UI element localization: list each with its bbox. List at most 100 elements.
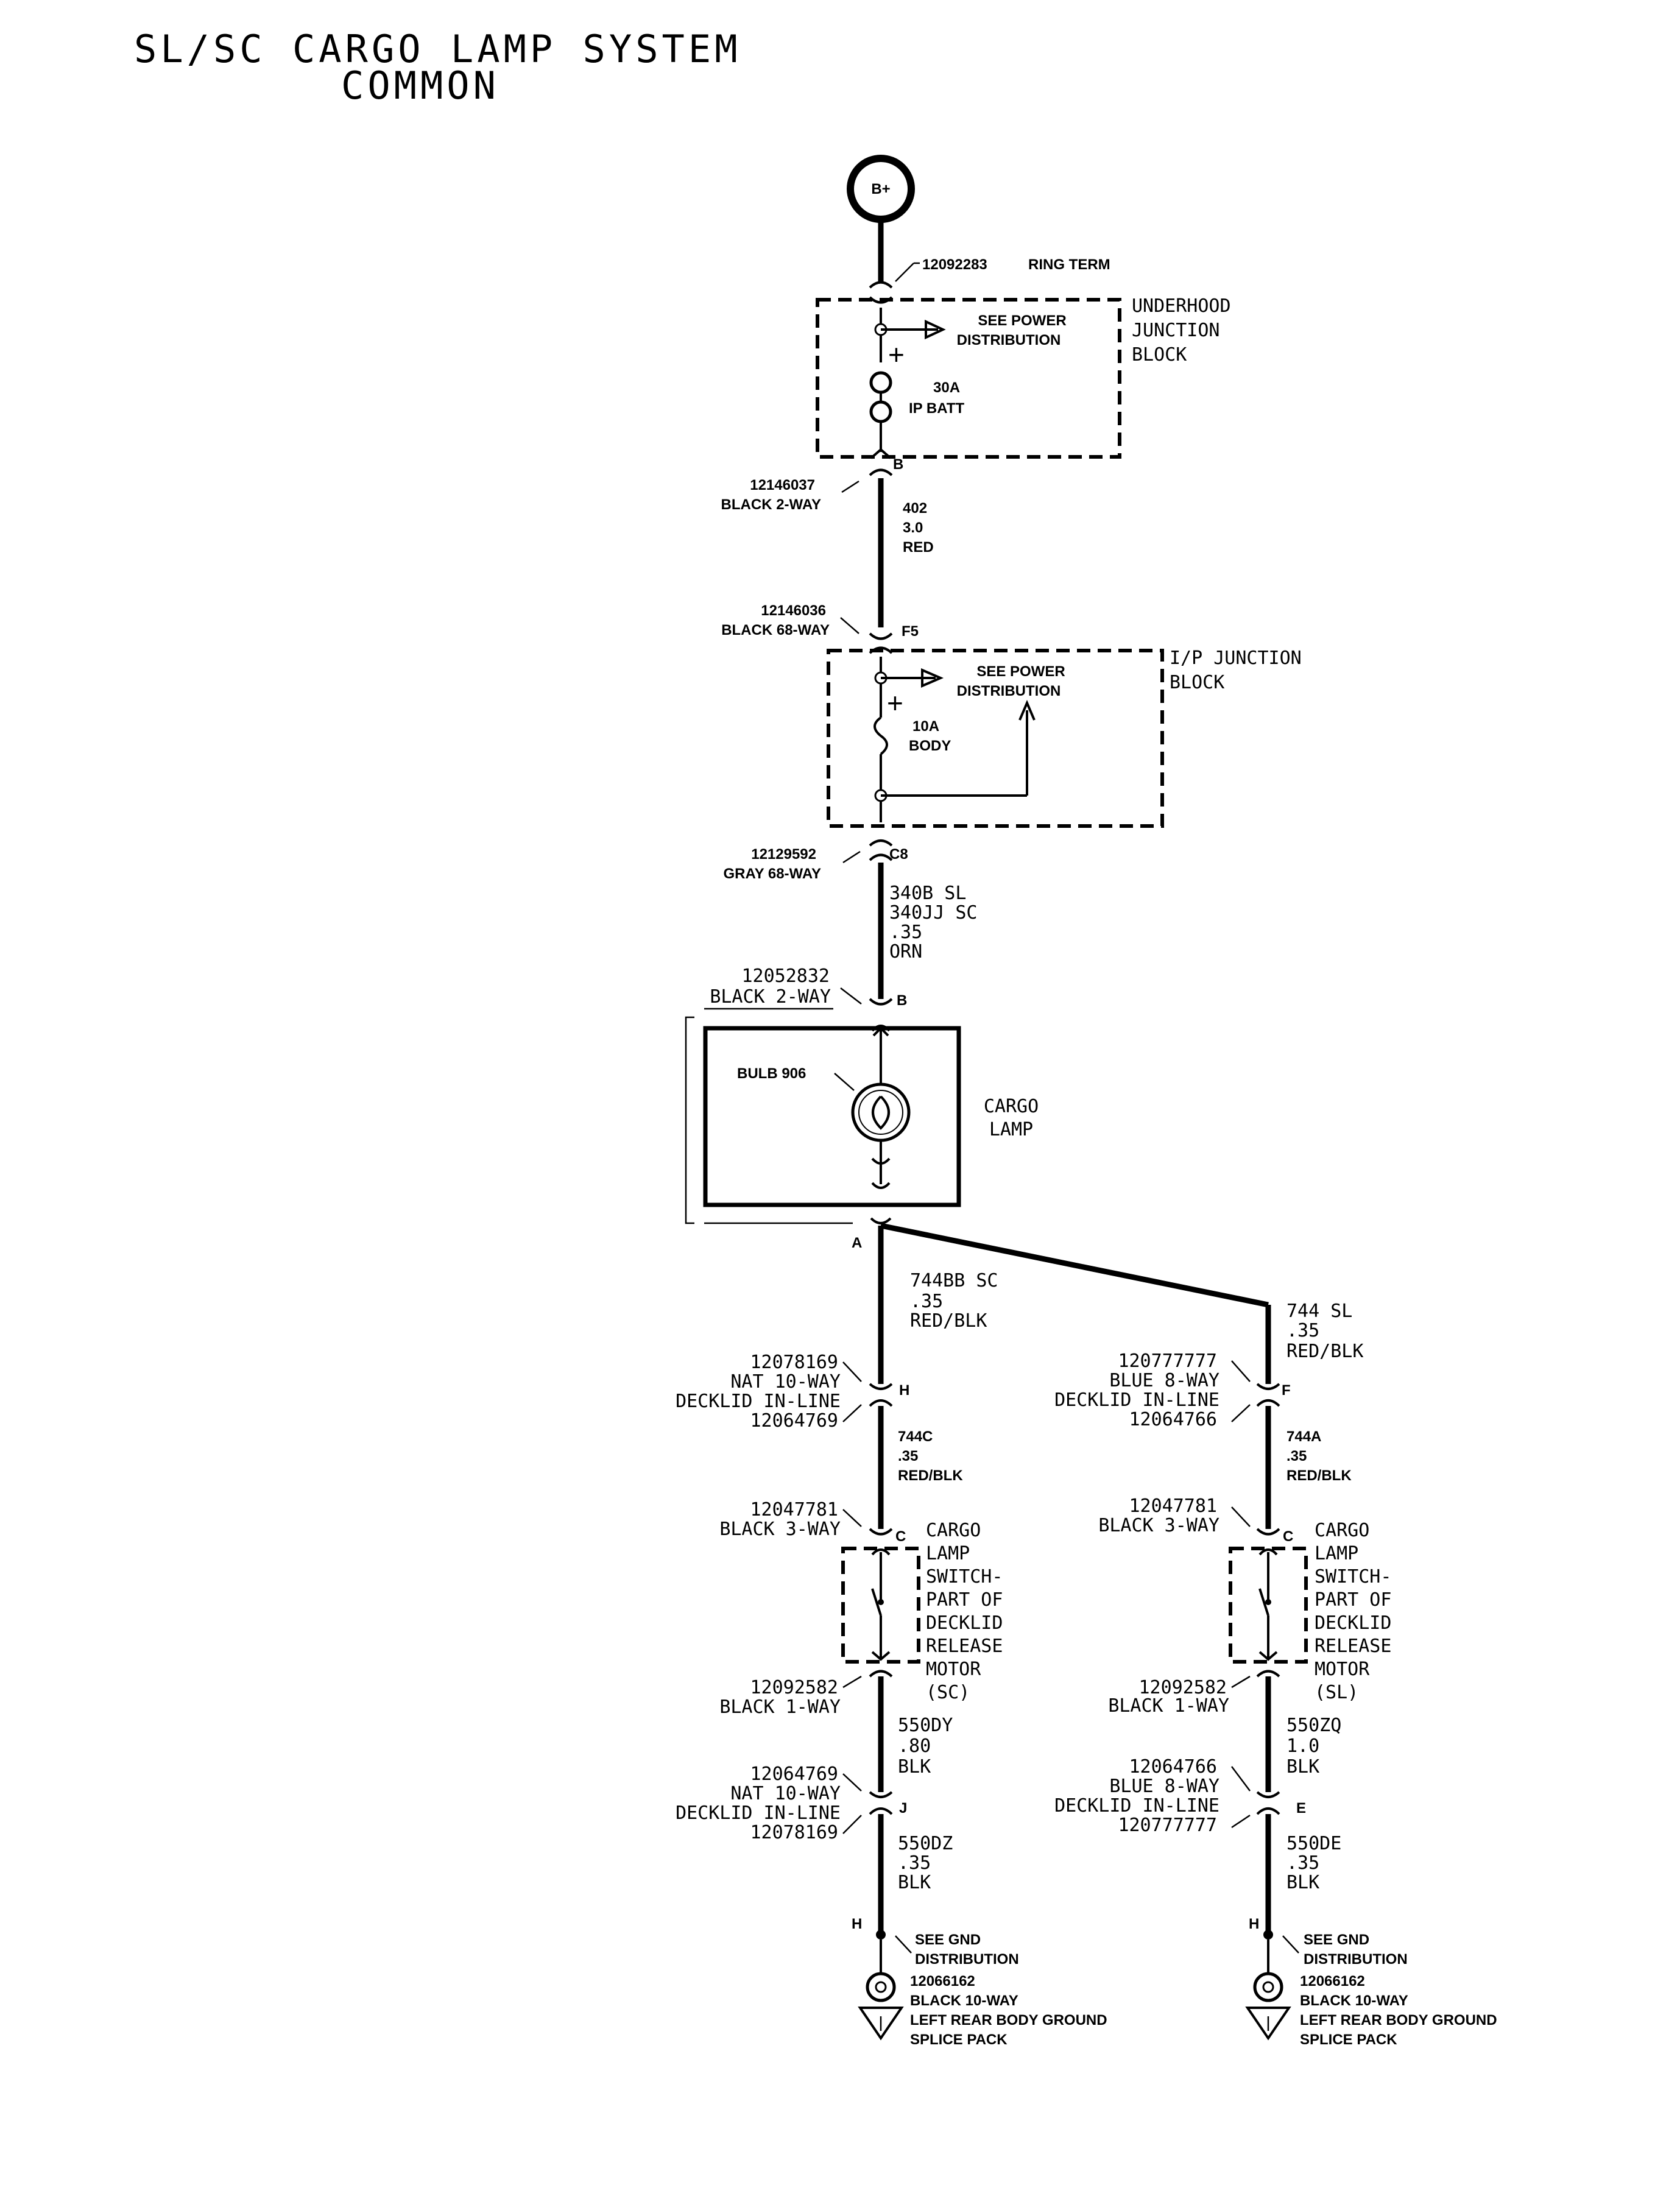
right-switch-l3: SWITCH- [1315,1566,1391,1587]
right-1way-l1: 12092582 [1139,1677,1227,1698]
left-ground-icon: H [852,1916,912,2041]
right-ground-icon: H [1245,1916,1299,2041]
diagram-title-line2: COMMON [341,63,499,108]
ring-term-desc: RING TERM [1028,256,1110,273]
left-branch: H 12078169 NAT 10-WAY DECKLID IN-LINE 12… [676,1352,1107,2048]
ring-term-part: 12092283 [922,256,987,273]
conn-b1-pin: B [893,456,903,473]
diagram-title-line1: SL/SC CARGO LAMP SYSTEM [134,27,741,71]
left-conn-j-l3: DECKLID IN-LINE [676,1802,841,1824]
svg-text:+: + [888,339,905,370]
conn-lamp-b-pin: B [897,992,907,1009]
cargo-lamp-pin-a: A [852,1235,862,1251]
left-conn-j-pin: J [899,1800,907,1816]
left-wire-744c-l1: 744C [898,1428,933,1445]
left-conn-c-l2: BLACK 3-WAY [719,1519,841,1540]
left-1way-l2: BLACK 1-WAY [719,1696,841,1718]
cargo-lamp-name1: CARGO [984,1096,1039,1117]
right-switch-l4: PART OF [1315,1589,1391,1611]
fuse-30a-rating: 30A [933,380,960,396]
right-wire-550de-l1: 550DE [1286,1833,1341,1854]
fuse-10a-rating: 10A [912,718,939,735]
right-conn-f-pin: F [1282,1382,1291,1399]
right-ground-see1: SEE GND [1304,1932,1369,1948]
connector-12052832: B 12052832 BLACK 2-WAY [704,966,907,1010]
underhood-name3: BLOCK [1132,344,1187,365]
wire-402-size: 3.0 [903,520,923,536]
left-cargo-lamp-switch [841,1547,920,1664]
right-conn-e-l1: 12064766 [1129,1756,1218,1778]
left-conn-h-pin: H [899,1382,909,1399]
left-1way-l1: 12092582 [750,1677,839,1698]
right-wire-550de-l3: BLK [1286,1872,1319,1893]
right-conn-e-l4: 120777777 [1118,1815,1217,1836]
right-conn-f-l2: BLUE 8-WAY [1109,1370,1219,1391]
right-ground-l4: SPLICE PACK [1300,2032,1397,2048]
wire-402-color: RED [903,539,934,556]
left-wire-550dy-l2: .80 [898,1735,931,1757]
underhood-see2: DISTRIBUTION [957,332,1061,348]
right-ground-l2: BLACK 10-WAY [1300,1993,1408,2009]
right-conn-e-l3: DECKLID IN-LINE [1054,1795,1219,1816]
conn-lamp-b-part: 12052832 [742,966,830,987]
fuse-10a-icon [874,716,888,755]
right-switch-l6: RELEASE [1315,1636,1391,1657]
wire-744bb-l1: 744BB SC [910,1270,998,1291]
conn-c8-pin: C8 [889,846,908,863]
underhood-name1: UNDERHOOD [1132,295,1231,317]
right-conn-f-l4: 12064766 [1129,1409,1218,1430]
wire-744bb-l2: .35 [910,1291,943,1312]
ip-block-name1: I/P JUNCTION [1170,648,1302,669]
right-switch-l5: DECKLID [1315,1612,1391,1634]
wire-340-l2: 340JJ SC [889,902,978,923]
wire-744-l3: RED/BLK [1286,1341,1363,1362]
right-wire-550zq-l2: 1.0 [1286,1735,1319,1757]
underhood-junction-block: UNDERHOOD JUNCTION BLOCK SEE POWER DISTR… [816,295,1231,459]
right-ground-pin: H [1249,1916,1259,1932]
left-wire-550dy-l3: BLK [898,1756,931,1778]
connector-12146036: F5 12146036 BLACK 68-WAY [721,602,919,654]
bulb-icon [851,1060,911,1142]
connector-12129592: C8 12129592 GRAY 68-WAY [723,839,908,882]
right-conn-f-l3: DECKLID IN-LINE [1054,1389,1219,1411]
wire-744-l2: .35 [1286,1320,1319,1341]
left-switch-l2: LAMP [926,1543,970,1564]
left-ground-l3: LEFT REAR BODY GROUND [910,2012,1107,2028]
battery-terminal-label: B+ [871,181,890,197]
conn-f5-desc: BLACK 68-WAY [721,622,830,638]
right-conn-f-l1: 120777777 [1118,1350,1217,1372]
left-switch-l8: (SC) [926,1682,970,1703]
wire-744-l1: 744 SL [1286,1301,1352,1322]
right-conn-c-l2: BLACK 3-WAY [1098,1515,1219,1536]
ip-block-name2: BLOCK [1170,672,1224,693]
battery-terminal: B+ [847,155,915,223]
right-switch-l7: MOTOR [1315,1659,1370,1680]
ip-junction-block: I/P JUNCTION BLOCK SEE POWER DISTRIBUTIO… [827,648,1302,828]
right-ground-l1: 12066162 [1300,1973,1365,1989]
underhood-see1: SEE POWER [978,312,1066,329]
fuse-30a-name: IP BATT [909,400,964,417]
left-conn-h-l1: 12078169 [750,1352,839,1373]
ring-term-connector: 12092283 RING TERM [869,256,1110,304]
connector-12146037: B 12146037 BLACK 2-WAY [721,448,903,513]
right-conn-c-pin: C [1283,1528,1293,1545]
conn-c8-desc: GRAY 68-WAY [723,866,821,882]
left-wire-744c-l3: RED/BLK [898,1467,963,1484]
cargo-lamp: BULB 906 CARGO LAMP [685,1016,1039,1224]
right-switch-l1: CARGO [1315,1520,1369,1541]
ip-see1: SEE POWER [976,663,1065,680]
right-switch-l8: (SL) [1315,1682,1358,1703]
right-wire-744a-l2: .35 [1286,1448,1307,1464]
left-switch-l4: PART OF [926,1589,1003,1611]
left-conn-h-l2: NAT 10-WAY [730,1371,841,1393]
cargo-lamp-name2: LAMP [989,1119,1033,1140]
bulb-label: BULB 906 [737,1065,806,1082]
svg-text:+: + [887,687,903,719]
right-wire-744a-l1: 744A [1286,1428,1321,1445]
left-conn-j-l4: 12078169 [750,1822,839,1843]
left-switch-l7: MOTOR [926,1659,981,1680]
fuse-10a-name: BODY [909,738,951,754]
right-wire-550zq-l1: 550ZQ [1286,1715,1341,1736]
wire-340-l3: .35 [889,922,922,943]
